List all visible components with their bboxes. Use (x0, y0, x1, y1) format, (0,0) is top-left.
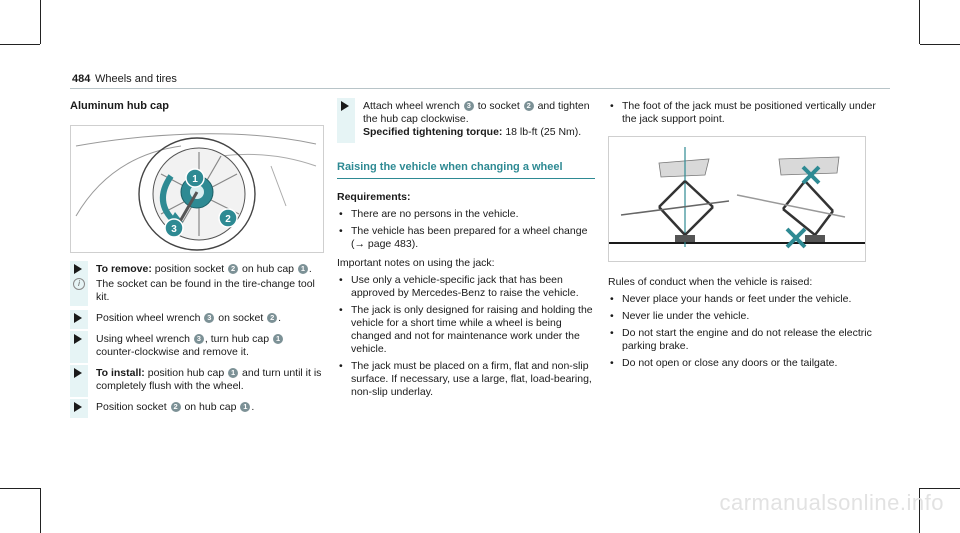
step-arrow-icon (74, 368, 82, 378)
step-remove: To remove: position socket 2 on hub cap … (70, 261, 324, 280)
incorrect-x-icon (785, 165, 821, 249)
hub-cap-heading: Aluminum hub cap (70, 100, 169, 112)
header-rule (70, 88, 890, 89)
callout-2: 2 (225, 214, 231, 225)
raising-heading: Raising the vehicle when changing a whee… (337, 161, 563, 173)
step-arrow-icon (341, 101, 349, 111)
step-arrow-icon (74, 402, 82, 412)
step-install: To install: position hub cap 1 and turn … (70, 365, 324, 397)
list-item: •The vehicle has been prepared for a whe… (339, 225, 588, 250)
badge: 1 (297, 264, 308, 274)
callout-1: 1 (192, 174, 198, 185)
step-position-socket: Position socket 2 on hub cap 1. (70, 399, 324, 418)
column-3: •The foot of the jack must be positioned… (608, 100, 890, 374)
heading-rule (337, 178, 595, 179)
section-title: Wheels and tires (95, 73, 177, 85)
rules-list: •Never place your hands or feet under th… (608, 293, 890, 370)
list-item: •The foot of the jack must be positioned… (610, 100, 876, 125)
step-arrow-icon (74, 334, 82, 344)
list-item: •Do not open or close any doors or the t… (610, 357, 838, 369)
info-note: i The socket can be found in the tire-ch… (70, 276, 324, 306)
column-1: Aluminum hub cap (70, 100, 324, 422)
list-item: •The jack is only designed for raising a… (339, 304, 593, 355)
step-turn-cap: Using wheel wrench 3, turn hub cap 1 cou… (70, 331, 324, 363)
watermark: carmanualsonline.info (719, 490, 944, 515)
requirements-list: •There are no persons in the vehicle. •T… (337, 208, 595, 251)
crop-mark (920, 44, 960, 45)
crop-mark (40, 0, 41, 44)
step-arrow-icon (74, 264, 82, 274)
crop-mark (919, 0, 920, 44)
notes-list: •Use only a vehicle-specific jack that h… (337, 274, 595, 399)
page-number: 484 (72, 73, 91, 85)
list-item: •There are no persons in the vehicle. (339, 208, 519, 220)
badge: 2 (228, 264, 239, 274)
crop-mark (0, 488, 40, 489)
crop-mark (0, 44, 40, 45)
step-tighten: Attach wheel wrench 3 to socket 2 and ti… (337, 98, 595, 143)
info-icon: i (73, 278, 85, 290)
column-2: Attach wheel wrench 3 to socket 2 and ti… (337, 98, 595, 403)
crop-mark (40, 488, 41, 533)
list-item: •The jack must be placed on a firm, flat… (339, 360, 592, 398)
list-item: •Never lie under the vehicle. (610, 310, 750, 322)
list-item: •Never place your hands or feet under th… (610, 293, 852, 305)
hub-cap-illustration: 1 2 3 (75, 133, 317, 251)
requirements-label: Requirements: (337, 191, 411, 203)
hub-cap-figure: 1 2 3 (70, 125, 324, 253)
jack-figure (608, 136, 866, 262)
rules-intro: Rules of conduct when the vehicle is rai… (608, 276, 813, 288)
crop-mark (919, 488, 920, 533)
step-position-wrench: Position wheel wrench 3 on socket 2. (70, 310, 324, 329)
foot-position-list: •The foot of the jack must be positioned… (608, 100, 890, 126)
callout-3: 3 (171, 224, 177, 235)
crop-mark (920, 488, 960, 489)
list-item: •Do not start the engine and do not rele… (610, 327, 872, 352)
list-item: •Use only a vehicle-specific jack that h… (339, 274, 579, 299)
notes-intro: Important notes on using the jack: (337, 257, 495, 269)
jack-illustration (609, 147, 865, 249)
step-arrow-icon (74, 313, 82, 323)
